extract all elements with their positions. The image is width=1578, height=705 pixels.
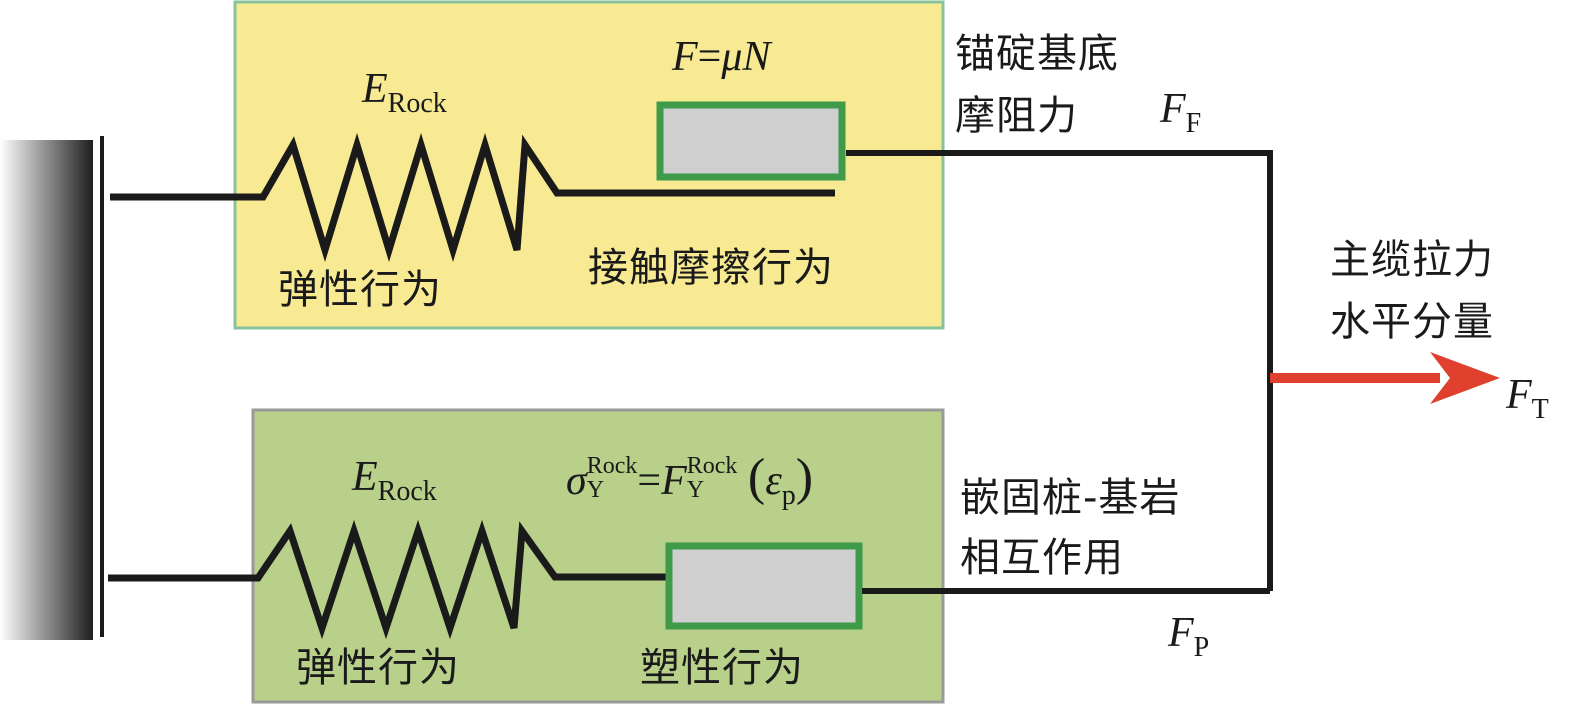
upper-friction-slider <box>656 101 846 181</box>
pile-interaction-label-line2: 相互作用 <box>960 535 1124 581</box>
pile-interaction-label-line1: 嵌固桩-基岩 <box>960 475 1181 521</box>
cable-tension-label-line1: 主缆拉力 <box>1330 237 1494 283</box>
lower-spring-modulus: ERock <box>352 454 437 507</box>
friction-force-symbol: FF <box>1160 86 1202 139</box>
lower-spring-label: 弹性行为 <box>296 645 460 691</box>
friction-label: 接触摩擦行为 <box>588 245 834 291</box>
upper-spring-label: 弹性行为 <box>278 267 442 313</box>
fixed-wall <box>0 140 93 640</box>
cable-tension-label-line2: 水平分量 <box>1330 299 1494 345</box>
base-friction-label-line1: 锚碇基底 <box>955 31 1119 77</box>
base-friction-label-line2: 摩阻力 <box>955 93 1078 139</box>
cable-force-symbol: FT <box>1506 372 1549 425</box>
lower-plastic-slider <box>665 542 863 630</box>
cable-tension-arrow-head <box>1430 352 1500 404</box>
upper-spring <box>110 132 835 263</box>
plastic-label: 塑性行为 <box>640 645 804 691</box>
friction-formula: F=μN <box>672 34 771 80</box>
pile-force-symbol: FP <box>1168 610 1210 663</box>
upper-force-line <box>846 150 1273 591</box>
upper-spring-modulus: ERock <box>362 66 447 119</box>
lower-spring <box>108 519 667 640</box>
